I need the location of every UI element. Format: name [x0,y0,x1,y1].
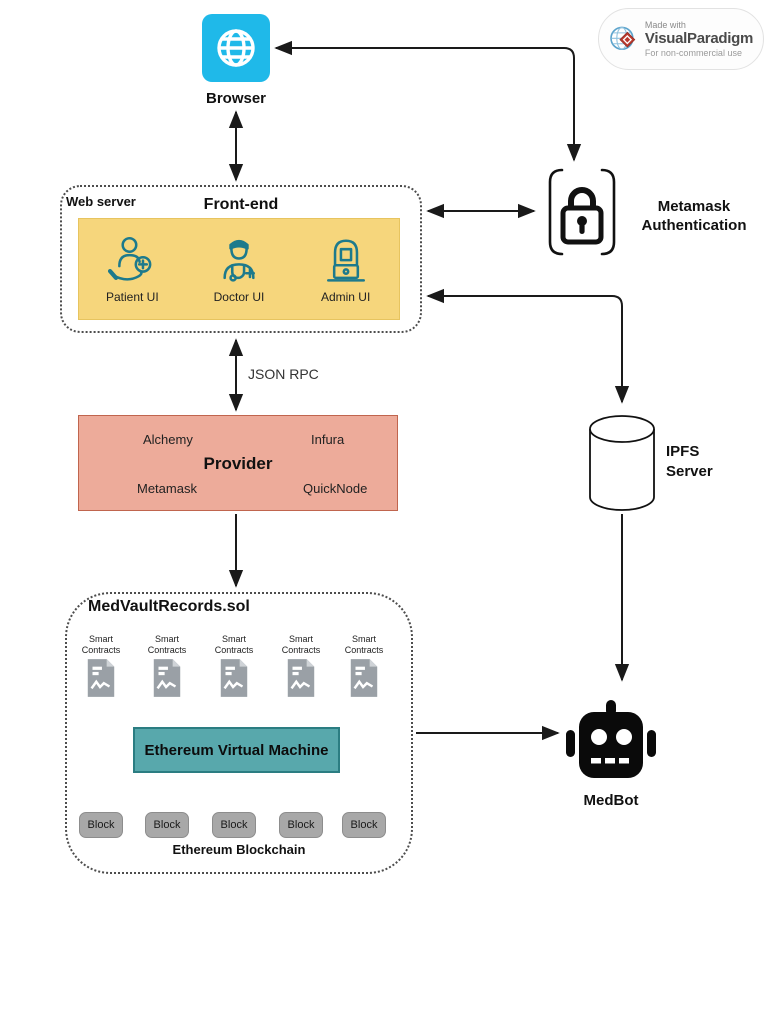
provider-metamask-label: Metamask [137,481,197,496]
provider-box: Alchemy Infura Provider Metamask QuickNo… [78,415,398,511]
metamask-lock-group [543,166,621,258]
vp-brand-text: VisualParadigm [644,30,753,48]
block-node: Block [279,812,323,838]
smart-contract-label: Smart Contracts [147,634,187,656]
patient-icon [108,236,152,281]
contract-document-icon [87,658,115,697]
patient-ui-item: Patient UI [105,234,159,304]
edge-frontend-ipfs [426,288,630,404]
admin-icon [326,239,365,282]
contract-document-icon [350,658,378,697]
block-node: Block [212,812,256,838]
frontend-title: Front-end [203,196,279,213]
browser-icon [202,14,270,82]
smart-contract-label: Smart Contracts [344,634,384,656]
vp-license-text: For non-commercial use [644,47,742,58]
provider-infura-label: Infura [311,432,345,447]
robot-icon [566,700,656,778]
patient-ui-label: Patient UI [105,290,159,304]
database-icon [589,415,655,511]
contract-document-icon [220,658,248,697]
medbot-label: MedBot [583,792,639,809]
admin-ui-label: Admin UI [320,290,371,304]
ipfs-server-label: IPFS Server [658,442,768,481]
ethereum-blockchain-label: Ethereum Blockchain [172,842,306,857]
edge-metamask-browser [274,40,582,162]
visual-paradigm-badge[interactable]: Made with VisualParadigm For non-commerc… [598,8,764,70]
block-node: Block [145,812,189,838]
web-server-label: Web server [66,194,136,209]
browser-label: Browser [205,90,267,107]
smart-contract-label: Smart Contracts [81,634,121,656]
metamask-authentication-label: Metamask Authentication [620,198,768,236]
visual-paradigm-logo-icon [610,26,636,51]
provider-alchemy-label: Alchemy [143,432,193,447]
block-node: Block [79,812,123,838]
ipfs-server-cylinder [588,414,656,512]
admin-ui-item: Admin UI [319,234,373,304]
evm-box: Ethereum Virtual Machine [133,727,340,773]
medvault-title: MedVaultRecords.sol [88,598,250,615]
smart-contract-label: Smart Contracts [214,634,254,656]
medbot-icon [566,698,656,782]
smart-contract-item: Smart Contracts [202,634,266,699]
smart-contract-item: Smart Contracts [69,634,133,699]
smart-contract-item: Smart Contracts [269,634,333,699]
smart-contract-item: Smart Contracts [135,634,199,699]
smart-contract-label: Smart Contracts [281,634,321,656]
block-node: Block [342,812,386,838]
doctor-ui-item: Doctor UI [212,234,266,304]
metamask-label-line2: Authentication [641,216,747,234]
doctor-icon [223,239,256,282]
contract-document-icon [153,658,181,697]
frontend-ui-panel: Patient UI Doctor UI [78,218,400,320]
doctor-ui-label: Doctor UI [213,290,265,304]
provider-title: Provider [203,454,273,473]
json-rpc-label: JSON RPC [248,366,319,382]
smart-contract-item: Smart Contracts [332,634,396,699]
provider-quicknode-label: QuickNode [303,481,368,496]
metamask-label-line1: Metamask [657,198,731,215]
ipfs-label-line2: Server [666,462,713,480]
vp-made-with-text: Made with [644,20,686,31]
ipfs-label-line1: IPFS [666,443,700,460]
contract-document-icon [287,658,315,697]
lock-icon [548,168,616,256]
globe-icon [217,29,255,67]
